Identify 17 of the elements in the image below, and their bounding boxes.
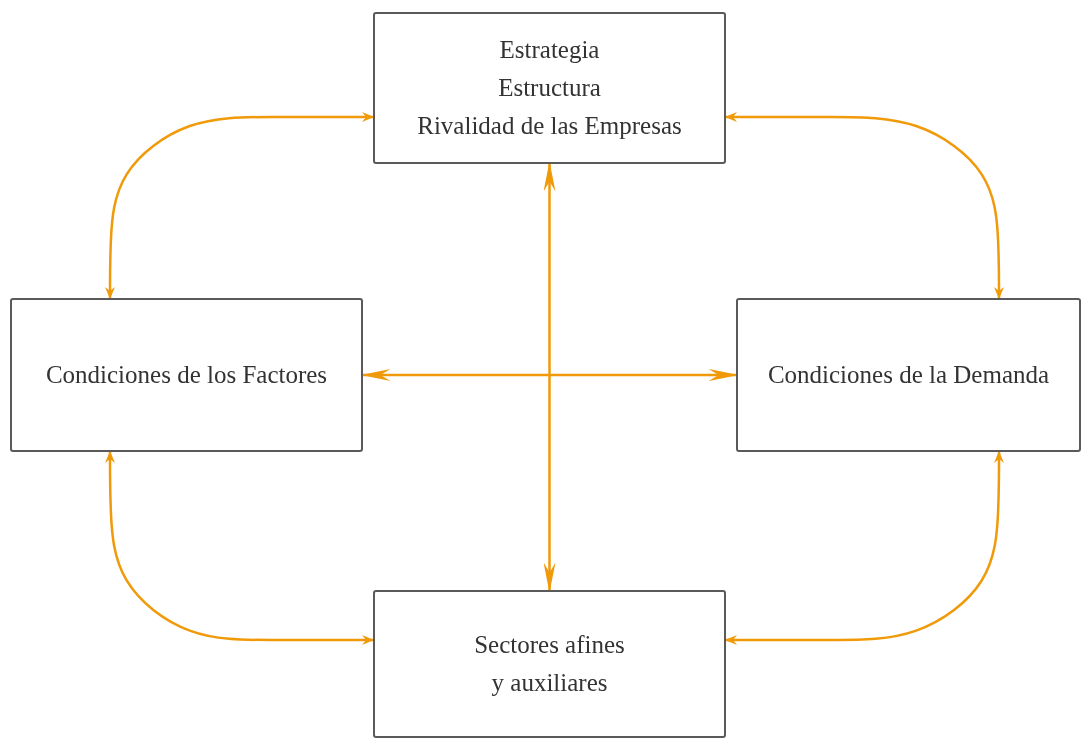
box-label: Condiciones de la Demanda	[767, 360, 1050, 390]
text-box	[373, 590, 726, 738]
double-arrow	[105, 451, 374, 645]
text-box	[736, 298, 1081, 452]
box-label: Rivalidad de las Empresas	[417, 111, 682, 141]
box-label: Estrategia	[499, 35, 600, 65]
box-label: y auxiliares	[491, 668, 608, 698]
box-label: Estructura	[498, 73, 601, 103]
double-arrow	[105, 112, 374, 299]
text-box	[373, 12, 726, 164]
double-arrow	[361, 369, 738, 381]
double-arrow	[725, 451, 1004, 645]
double-arrow	[543, 162, 556, 592]
box-label: Sectores afines	[474, 630, 625, 660]
double-arrow	[725, 112, 1004, 299]
box-label: Condiciones de los Factores	[45, 360, 328, 390]
text-box	[10, 298, 363, 452]
